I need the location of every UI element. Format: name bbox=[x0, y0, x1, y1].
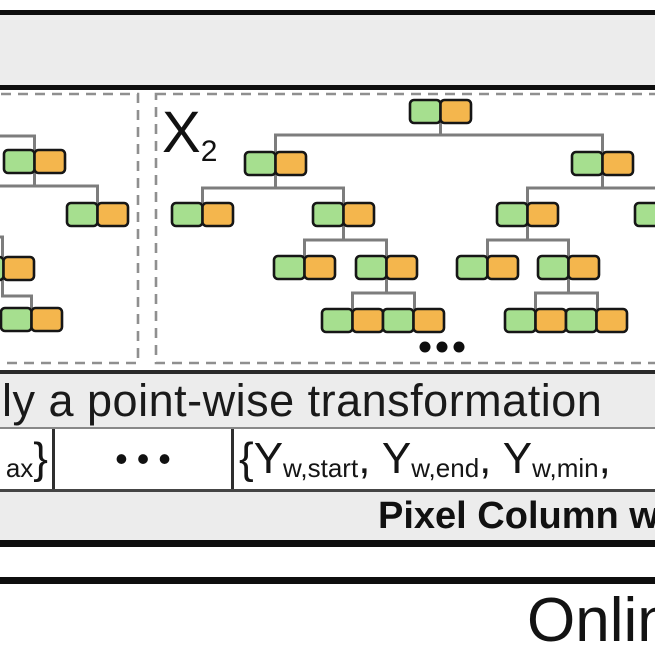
transform-band-top-rule bbox=[0, 370, 655, 374]
tree-connector bbox=[303, 238, 388, 256]
tree-block-green bbox=[354, 254, 388, 281]
value-text: , Y bbox=[479, 434, 533, 483]
top-rule bbox=[0, 10, 655, 15]
ellipsis-dot bbox=[453, 341, 465, 353]
tree-connector bbox=[526, 186, 655, 203]
values-cell-ellipsis: ••• bbox=[55, 429, 234, 489]
caption-separator-rule bbox=[0, 577, 655, 584]
value-text: , Y bbox=[358, 434, 412, 483]
tree-connector bbox=[0, 235, 4, 257]
dashed-window-box bbox=[154, 92, 655, 365]
tree-block-orange bbox=[439, 98, 473, 125]
tree-block-orange bbox=[30, 306, 64, 333]
value-text: {Y bbox=[239, 434, 284, 483]
tree-block-orange bbox=[526, 201, 560, 228]
tree-block-orange bbox=[2, 255, 36, 282]
ellipsis-dot bbox=[419, 341, 431, 353]
tree-block-green bbox=[455, 254, 489, 281]
window-label: X2 bbox=[162, 100, 217, 168]
subscript-text: w,start bbox=[283, 452, 359, 483]
transform-band: ly a point-wise transformation bbox=[0, 374, 655, 427]
tree-block-orange bbox=[342, 201, 376, 228]
tree-connector bbox=[0, 134, 36, 150]
tree-block-green bbox=[272, 254, 306, 281]
pixel-column-band-text: Pixel Column w bbox=[378, 495, 655, 537]
window-label-subscript: 2 bbox=[201, 135, 218, 168]
tree-diagram: X2 bbox=[0, 90, 655, 370]
tree-block-orange bbox=[601, 150, 635, 177]
tree-block-green bbox=[564, 307, 598, 334]
tree-connector bbox=[274, 133, 604, 152]
tree-block-orange bbox=[534, 307, 568, 334]
subscript-text: w,min bbox=[532, 452, 599, 483]
dashed-window-box bbox=[0, 92, 140, 365]
tree-block-orange bbox=[303, 254, 337, 281]
tree-block-green bbox=[65, 201, 99, 228]
tree-block-green bbox=[536, 254, 570, 281]
pixel-column-band: Pixel Column w bbox=[0, 492, 655, 540]
tree-block-green bbox=[243, 150, 277, 177]
tree-block-green bbox=[2, 148, 36, 175]
figure-bottom-rule bbox=[0, 540, 655, 547]
tree-block-green bbox=[633, 201, 655, 228]
values-cell-prev: ax} bbox=[0, 429, 55, 489]
value-text: , bbox=[598, 434, 611, 483]
tree-connector bbox=[0, 184, 99, 203]
tree-block-orange bbox=[412, 307, 446, 334]
caption: Onlin bbox=[527, 590, 655, 652]
tree-block-orange bbox=[385, 254, 419, 281]
tree-block-green bbox=[408, 98, 442, 125]
top-band bbox=[0, 15, 655, 85]
subscript-text: w,end bbox=[411, 452, 480, 483]
value-text: } bbox=[33, 434, 48, 483]
tree-connector bbox=[1, 279, 33, 308]
tree-block-orange bbox=[567, 254, 601, 281]
tree-connector bbox=[201, 186, 345, 203]
tree-block-orange bbox=[274, 150, 308, 177]
tree-block-orange bbox=[595, 307, 629, 334]
tree-block-orange bbox=[486, 254, 520, 281]
subscript-text: ax bbox=[5, 452, 34, 483]
tree-block-green bbox=[0, 306, 33, 333]
transform-band-text: ly a point-wise transformation bbox=[2, 375, 603, 426]
tree-block-green bbox=[570, 150, 604, 177]
tree-diagram-svg: X2 bbox=[0, 92, 655, 365]
tree-block-green bbox=[311, 201, 345, 228]
top-band-bottom-rule bbox=[0, 85, 655, 90]
ellipsis-text: ••• bbox=[115, 438, 180, 479]
caption-text: Onlin bbox=[527, 586, 655, 655]
tree-connector bbox=[351, 291, 416, 309]
tree-block-green bbox=[320, 307, 354, 334]
tree-block-orange bbox=[201, 201, 235, 228]
tree-block-orange bbox=[351, 307, 385, 334]
tree-block-green bbox=[170, 201, 204, 228]
tree-connector bbox=[486, 238, 570, 256]
tree-block-orange bbox=[96, 201, 130, 228]
tree-block-orange bbox=[33, 148, 67, 175]
ellipsis-dot bbox=[436, 341, 448, 353]
tree-block-green bbox=[503, 307, 537, 334]
tree-connector bbox=[534, 291, 599, 309]
tree-block-green bbox=[381, 307, 415, 334]
tree-block-green bbox=[495, 201, 529, 228]
